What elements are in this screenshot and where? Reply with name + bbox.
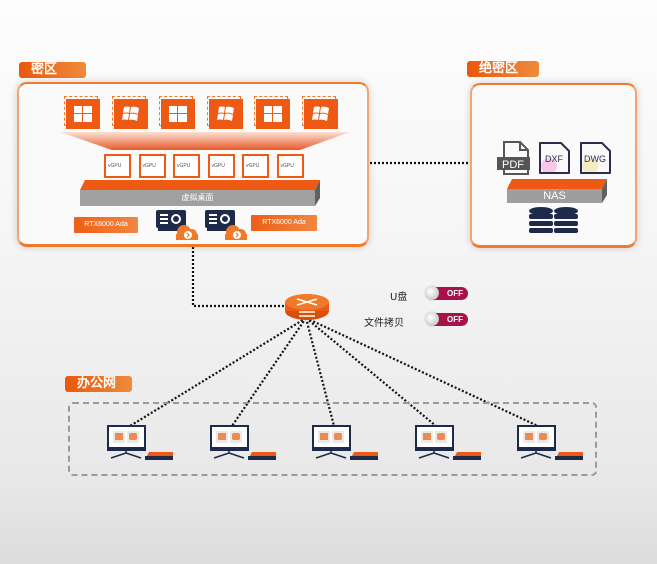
office-terminal-icon	[517, 425, 583, 460]
dxf-label: DXF	[545, 154, 564, 164]
usb-control-label: U盘	[390, 292, 408, 303]
usb-toggle[interactable]: OFF	[425, 286, 468, 300]
gpu-card-icon	[205, 210, 247, 240]
windows-10-icon	[169, 106, 187, 122]
link-switch-terminal-4	[305, 317, 437, 427]
gpu-card-icon	[156, 210, 198, 240]
file-copy-control-label: 文件拷贝	[364, 318, 404, 329]
gpu-card-label: RTX6000 Ada	[251, 215, 317, 231]
gpu-card-label: RTX6000 Ada	[74, 217, 138, 233]
os-tile	[113, 99, 148, 129]
os-tile	[66, 99, 100, 129]
pdf-label: PDF	[502, 159, 524, 171]
windows-7-icon	[216, 106, 236, 122]
vgpu-slot: vGPU	[276, 154, 304, 178]
dwg-label: DWG	[584, 154, 606, 164]
toggle-knob	[425, 286, 439, 300]
zone-tag-office: 办公网	[65, 376, 132, 392]
os-tile	[303, 99, 338, 129]
toggle-state: OFF	[447, 315, 463, 324]
os-tile	[208, 99, 243, 129]
windows-7-icon	[121, 106, 141, 122]
os-tile	[256, 99, 290, 129]
vgpu-slot: vGPU	[173, 154, 200, 178]
office-terminal-icon	[209, 425, 276, 460]
link-switch-terminal-5	[305, 317, 539, 427]
link-switch-terminal-2	[231, 317, 307, 427]
office-terminal-icon	[312, 425, 378, 460]
vgpu-slot: vGPU	[207, 154, 235, 178]
windows-7-icon	[311, 106, 331, 122]
office-terminal-icon	[107, 425, 173, 460]
zone-tag-secret: 密区	[19, 62, 86, 78]
dxf-file-icon: DXF	[539, 142, 570, 174]
platform-label: 虚拟桌面	[181, 193, 214, 202]
windows-10-icon	[264, 106, 282, 122]
zone-tag-top-secret: 绝密区	[467, 61, 539, 77]
link-secret-to-switch	[191, 243, 285, 308]
toggle-knob	[425, 312, 439, 326]
vgpu-slot: vGPU	[242, 154, 269, 178]
toggle-state: OFF	[447, 289, 463, 298]
database-icon	[529, 207, 578, 233]
nas-device	[507, 179, 607, 203]
office-zone-box	[68, 402, 597, 476]
vgpu-slot: vGPU	[104, 154, 131, 178]
pdf-file-icon: PDF	[497, 141, 530, 175]
fan-gradient	[60, 132, 350, 150]
office-terminal-icon	[414, 425, 481, 460]
network-switch-icon	[285, 294, 329, 320]
file-copy-toggle[interactable]: OFF	[425, 312, 468, 326]
link-switch-terminal-1	[129, 317, 307, 427]
link-switch-terminal-3	[304, 317, 336, 427]
vgpu-slot: vGPU	[138, 154, 166, 178]
os-tile	[161, 99, 195, 129]
nas-label: NAS	[543, 190, 566, 202]
windows-10-icon	[74, 106, 92, 122]
virtual-desktop-platform	[80, 180, 320, 206]
dwg-file-icon: DWG	[580, 142, 611, 174]
